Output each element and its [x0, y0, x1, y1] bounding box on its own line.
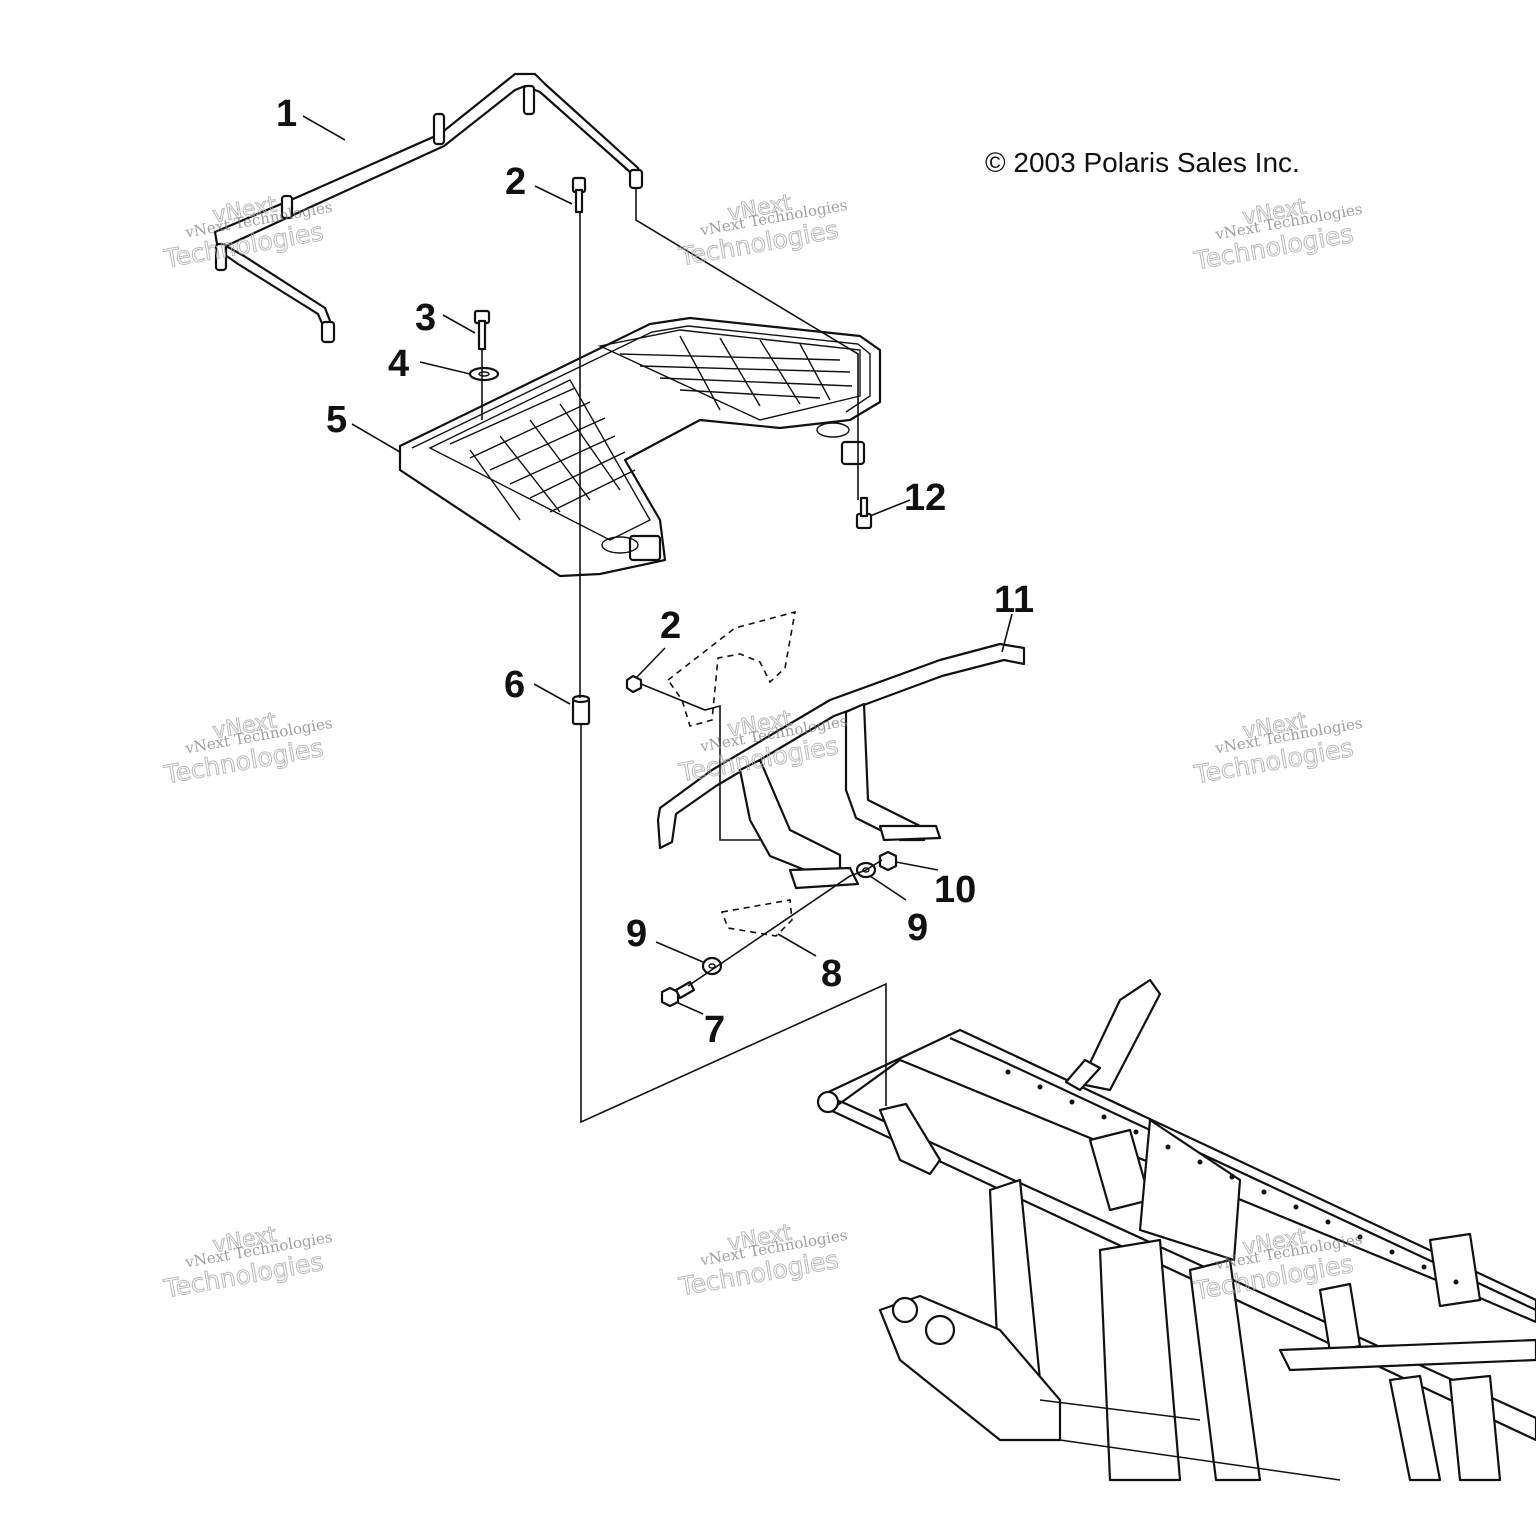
part-2-bolt-top — [571, 176, 587, 214]
copyright-text: © 2003 Polaris Sales Inc. — [985, 147, 1300, 178]
part-5-rack-platform — [398, 316, 882, 578]
callout-7: 7 — [704, 1009, 725, 1051]
callout-2-lower: 2 — [660, 605, 681, 647]
part-1-rack-rail — [213, 72, 644, 344]
callout-2-top: 2 — [505, 161, 526, 203]
part-7-bolt — [660, 980, 696, 1008]
assembly-lines — [302, 115, 1013, 1124]
fender-outline — [666, 610, 797, 727]
part-10-nut — [878, 850, 898, 872]
callout-9-left: 9 — [626, 913, 647, 955]
callout-10: 10 — [934, 869, 976, 911]
part-2-bolt-lower — [625, 674, 643, 694]
part-11-support-bar — [656, 642, 1026, 890]
part-12-bolt — [855, 496, 873, 530]
part-3-bolt — [473, 309, 491, 351]
callout-4: 4 — [388, 343, 409, 385]
callout-labels: 1 2 3 4 5 12 11 2 6 10 9 9 8 7 — [276, 93, 1034, 1051]
part-6-spacer — [571, 694, 591, 726]
callout-11: 11 — [994, 579, 1034, 621]
callout-1: 1 — [276, 93, 297, 135]
callout-3: 3 — [415, 297, 436, 339]
part-9-washer-left — [701, 956, 723, 976]
part-4-washer — [468, 366, 500, 382]
callout-5: 5 — [326, 399, 347, 441]
atv-frame — [816, 978, 1536, 1482]
callout-6: 6 — [504, 664, 525, 706]
callout-8: 8 — [821, 953, 842, 995]
part-8-bracket — [720, 899, 793, 937]
callout-12: 12 — [904, 477, 946, 519]
callout-9-right: 9 — [907, 907, 928, 949]
